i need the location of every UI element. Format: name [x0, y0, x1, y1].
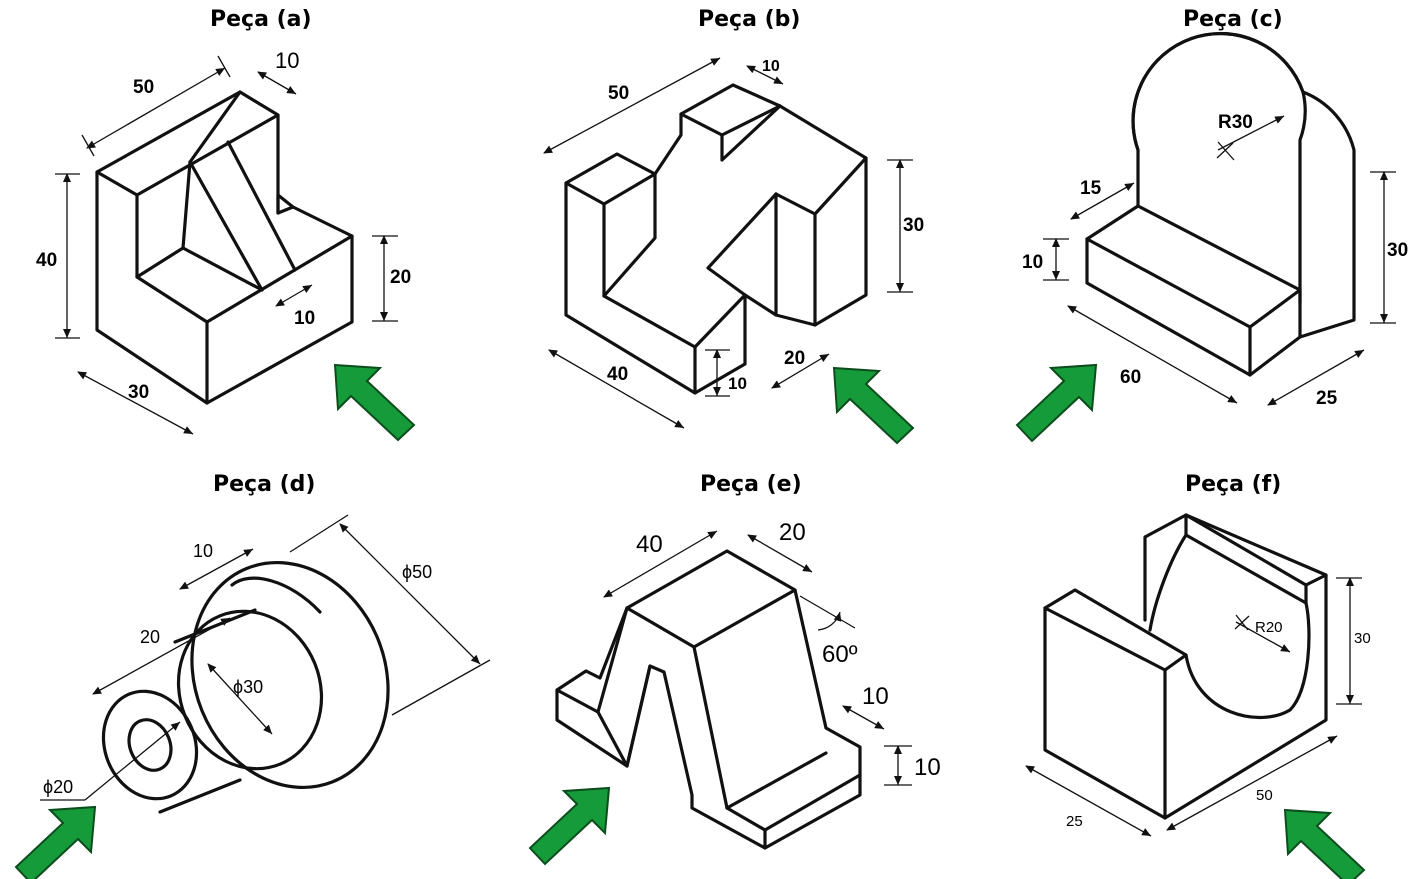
piece-f: Peça (f) R20 30 25 50 [1025, 472, 1371, 879]
piece-d-dim-phi30: ϕ30 [233, 677, 263, 697]
piece-a: Peça (a) 50 10 40 20 [36, 7, 416, 442]
view-direction-arrow-f [1283, 808, 1366, 879]
piece-a-dimensions: 50 10 40 20 10 30 [36, 48, 411, 435]
piece-e-dim-10: 10 [862, 683, 889, 710]
piece-e-title: Peça (e) [700, 472, 802, 497]
piece-c-dim-60: 60 [1120, 367, 1141, 388]
piece-a-dim-40: 40 [36, 250, 57, 271]
piece-d-dim-10: 10 [193, 541, 213, 561]
piece-d-dim-20: 20 [140, 627, 160, 647]
piece-c-dim-10: 10 [1022, 252, 1043, 273]
piece-f-drawing [1043, 513, 1328, 820]
piece-d-dim-phi50: ϕ50 [402, 562, 432, 582]
piece-e-dim-10b: 10 [914, 754, 941, 781]
piece-f-dim-50: 50 [1256, 787, 1273, 804]
view-direction-arrow-e [528, 786, 611, 866]
piece-a-title: Peça (a) [210, 7, 312, 32]
piece-f-dimensions: R20 30 25 50 [1025, 577, 1371, 837]
piece-f-dim-r20: R20 [1255, 619, 1283, 636]
piece-c-dimensions: R30 15 10 30 60 25 [1022, 112, 1408, 409]
piece-c-dim-30: 30 [1387, 240, 1408, 261]
piece-b-title: Peça (b) [698, 7, 800, 32]
piece-c-dim-15: 15 [1080, 178, 1102, 199]
piece-a-dim-50: 50 [133, 77, 154, 98]
piece-f-dim-25: 25 [1066, 813, 1083, 830]
piece-d-title: Peça (d) [213, 472, 315, 497]
piece-b-dim-30: 30 [903, 215, 924, 236]
piece-d: Peça (d) 10 20 ϕ50 ϕ30 ϕ20 [14, 472, 491, 879]
piece-b: Peça (b) 50 10 30 40 [543, 7, 924, 445]
piece-b-dim-40: 40 [607, 364, 628, 385]
piece-c-dim-25: 25 [1316, 388, 1338, 409]
piece-e-drawing [555, 549, 862, 850]
view-direction-arrow-d [14, 805, 97, 879]
piece-a-dim-10: 10 [275, 48, 299, 73]
view-direction-arrow-a [333, 363, 416, 442]
piece-c-dim-r30: R30 [1218, 112, 1253, 133]
piece-c-title: Peça (c) [1183, 7, 1283, 32]
piece-e-dim-20: 20 [779, 519, 806, 546]
view-direction-arrow-b [832, 366, 915, 445]
piece-d-dimensions: 10 20 ϕ50 ϕ30 ϕ20 [40, 514, 491, 801]
piece-e: Peça (e) 40 20 60º 10 10 [528, 472, 941, 866]
piece-a-dim-10b: 10 [294, 308, 315, 329]
piece-e-dimensions: 40 20 60º 10 10 [603, 519, 941, 786]
piece-a-dim-30: 30 [128, 382, 149, 403]
piece-d-dim-phi20: ϕ20 [43, 777, 73, 797]
piece-b-dimensions: 50 10 30 40 10 20 [543, 57, 924, 429]
piece-c: Peça (c) R30 15 10 30 60 [1015, 7, 1408, 443]
piece-b-dim-10b: 10 [728, 374, 747, 393]
piece-f-dim-30: 30 [1354, 630, 1371, 647]
view-direction-arrow-c [1015, 363, 1098, 443]
piece-d-drawing [101, 560, 390, 814]
piece-e-dim-40: 40 [636, 531, 663, 558]
piece-b-drawing [564, 83, 868, 395]
piece-b-dim-50: 50 [608, 83, 629, 104]
piece-e-dim-60deg: 60º [822, 641, 858, 668]
piece-c-drawing [1085, 31, 1356, 377]
piece-b-dim-20: 20 [784, 348, 805, 369]
piece-a-dim-20: 20 [390, 267, 411, 288]
piece-b-dim-10: 10 [762, 58, 780, 75]
piece-f-title: Peça (f) [1185, 472, 1281, 497]
piece-a-drawing [95, 90, 354, 405]
